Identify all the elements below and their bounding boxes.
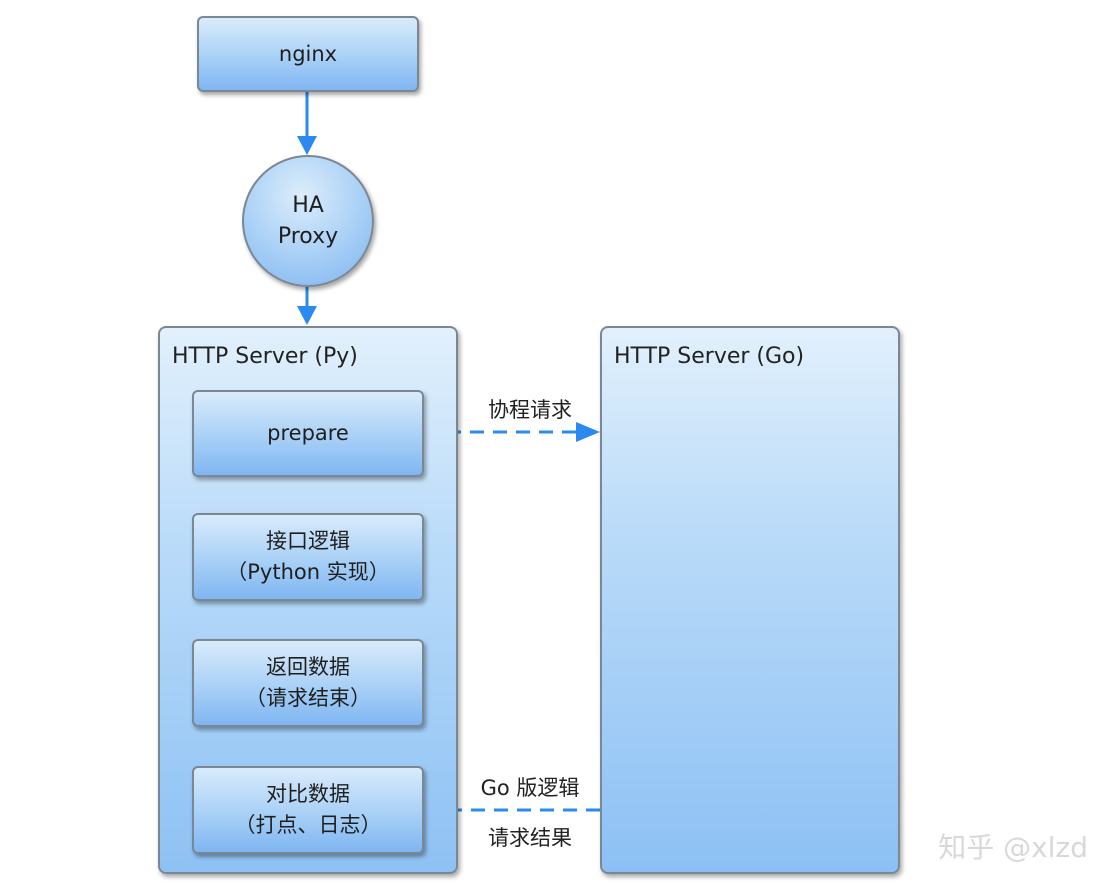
compare-data-label: 对比数据 bbox=[266, 782, 350, 806]
py-server-title: HTTP Server (Py) bbox=[172, 344, 358, 369]
watermark: 知乎 @xlzd bbox=[938, 831, 1088, 864]
arrowhead-haproxy-to-py-server bbox=[297, 306, 317, 325]
haproxy-label-line2: Proxy bbox=[277, 224, 339, 249]
interface-logic-node: 接口逻辑 （Python 实现） bbox=[192, 513, 424, 601]
nginx-node: nginx bbox=[197, 16, 419, 92]
go-server-container: HTTP Server (Go) bbox=[600, 326, 900, 874]
compare-data-node: 对比数据 （打点、日志） bbox=[192, 766, 424, 854]
return-data-label: 返回数据 bbox=[266, 655, 350, 679]
return-data-sublabel: （请求结束） bbox=[245, 686, 371, 710]
arrowhead-coroutine-request bbox=[576, 422, 600, 442]
request-result-label: 请求结果 bbox=[488, 826, 572, 850]
interface-logic-label: 接口逻辑 bbox=[266, 529, 350, 553]
return-data-node: 返回数据 （请求结束） bbox=[192, 639, 424, 727]
prepare-label: prepare bbox=[267, 421, 349, 445]
compare-data-sublabel: （打点、日志） bbox=[234, 813, 382, 837]
prepare-node: prepare bbox=[192, 390, 424, 477]
nginx-label: nginx bbox=[278, 41, 338, 66]
go-server-title: HTTP Server (Go) bbox=[614, 344, 805, 369]
go-logic-label: Go 版逻辑 bbox=[480, 776, 580, 800]
arrowhead-nginx-to-haproxy bbox=[297, 136, 317, 155]
haproxy-label-line1: HA bbox=[292, 193, 324, 218]
coroutine-request-label: 协程请求 bbox=[488, 398, 572, 422]
interface-logic-sublabel: （Python 实现） bbox=[226, 560, 390, 584]
haproxy-node: HA Proxy bbox=[242, 155, 374, 287]
